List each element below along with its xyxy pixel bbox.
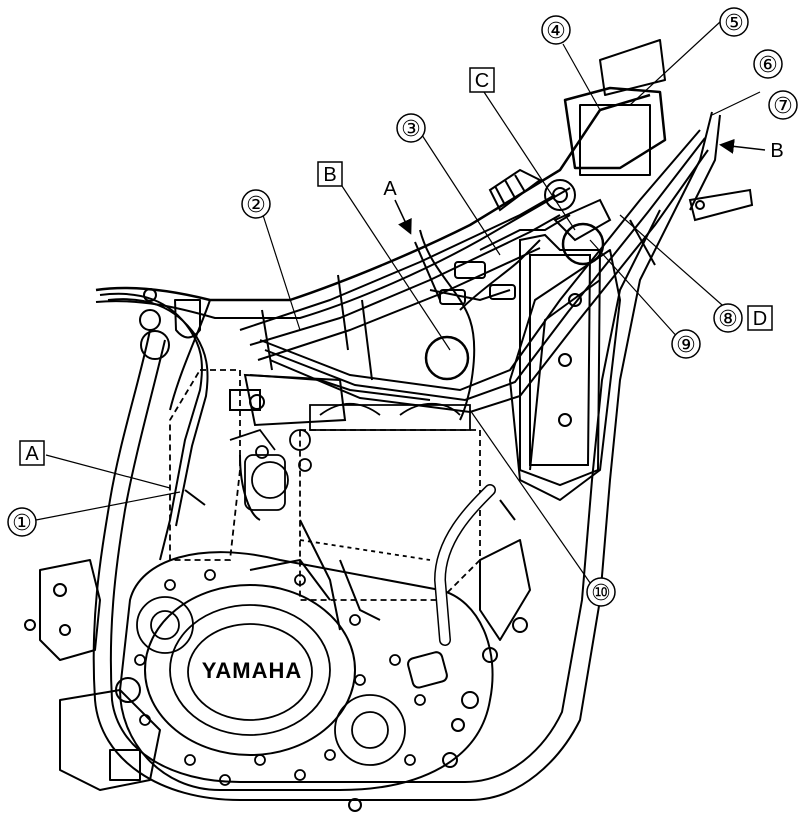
callout-8: ⑧ (713, 303, 743, 333)
boxed-label-c: C (469, 67, 495, 93)
arrow-label-b: B (770, 140, 783, 162)
boxed-label-d: D (747, 305, 773, 331)
callout-1: ① (7, 507, 37, 537)
callout-9: ⑨ (671, 329, 701, 359)
components (184, 168, 754, 506)
boxed-label-d-text: D (753, 308, 767, 330)
callout-6: ⑥ (753, 49, 783, 79)
callout-9-label: ⑨ (676, 332, 696, 357)
arrow-label-a: A (383, 178, 397, 200)
radiator-drawing (407, 179, 612, 689)
boxed-label-b-text: B (323, 164, 336, 186)
yamaha-logo-text: YAMAHA (202, 658, 303, 683)
callout-4: ④ (541, 15, 571, 45)
callout-4-label: ④ (546, 18, 566, 43)
boxed-label-b: B (317, 161, 343, 187)
callout-1-label: ① (12, 510, 32, 535)
callout-5-label: ⑤ (724, 10, 744, 35)
callout-10-label: ⑩ (591, 580, 611, 605)
boxed-label-c-text: C (475, 70, 489, 92)
callout-2: ② (241, 189, 271, 219)
callout-3-label: ③ (401, 116, 421, 141)
boxed-label-a: A (19, 440, 45, 466)
callout-3: ③ (396, 113, 426, 143)
callout-5: ⑤ (719, 7, 749, 37)
callout-7-label: ⑦ (773, 93, 793, 118)
frame-drawing (24, 39, 721, 812)
callout-2-label: ② (246, 192, 266, 217)
callout-8-label: ⑧ (718, 306, 738, 331)
wire-harness (99, 129, 709, 631)
callout-10: ⑩ (586, 577, 616, 607)
boxed-label-a-text: A (25, 443, 39, 465)
callout-7: ⑦ (768, 90, 798, 120)
leader-lines (35, 21, 766, 591)
callout-6-label: ⑥ (758, 52, 778, 77)
